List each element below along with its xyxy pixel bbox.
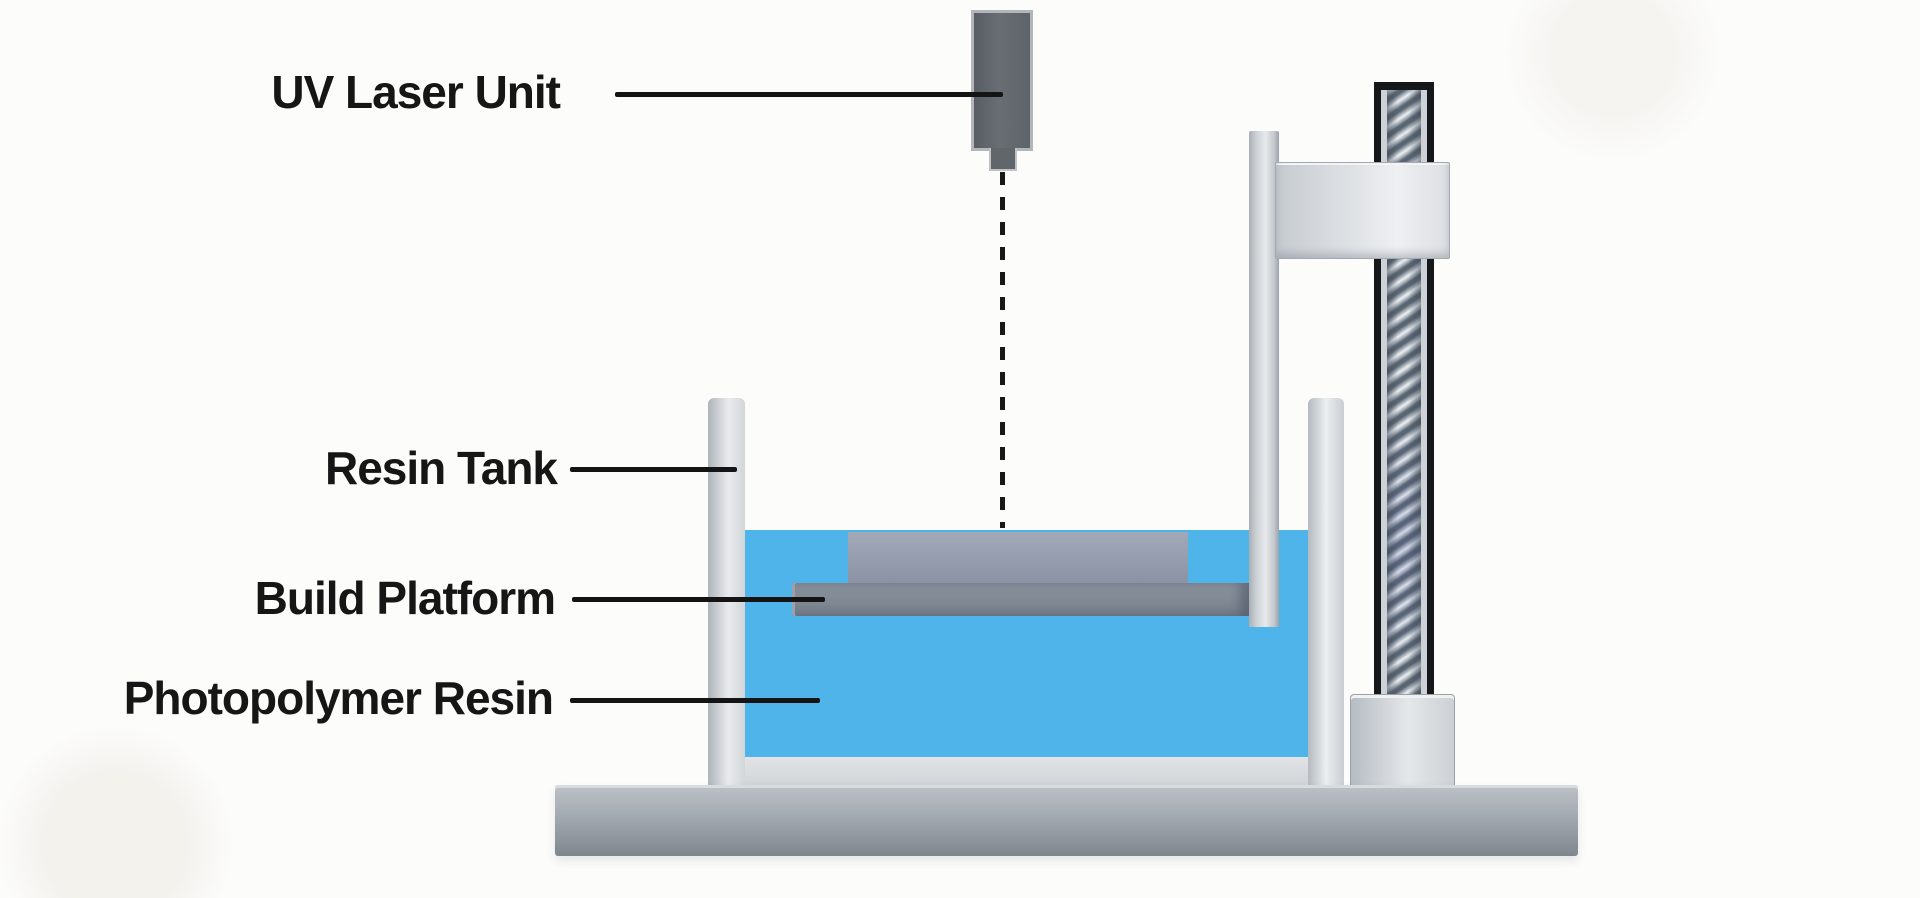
printed-object [848,532,1188,584]
label-build-platform: Build Platform [254,571,556,624]
uv-laser-unit-body [971,10,1033,151]
carriage-bracket [1275,162,1450,259]
leader-line-photopolymer-resin [570,698,820,703]
label-uv-laser-unit: UV Laser Unit [271,65,561,118]
uv-laser-nozzle [989,148,1017,171]
label-photopolymer-resin: Photopolymer Resin [123,671,554,724]
laser-beam-dashed-line [1000,172,1005,528]
resin-tank-right-wall [1308,398,1344,788]
lead-screw-mount-block [1350,694,1455,789]
z-axis-arm [1249,131,1279,627]
build-platform-plate [792,583,1252,616]
leader-line-uv-laser-unit [615,92,1003,97]
resin-tank-floor [740,755,1313,788]
leader-line-build-platform [572,597,825,602]
lead-screw-top-cap [1374,82,1434,92]
machine-base [555,785,1578,856]
resin-tank-left-wall [708,398,745,788]
label-resin-tank: Resin Tank [325,441,558,494]
leader-line-resin-tank [570,467,737,472]
